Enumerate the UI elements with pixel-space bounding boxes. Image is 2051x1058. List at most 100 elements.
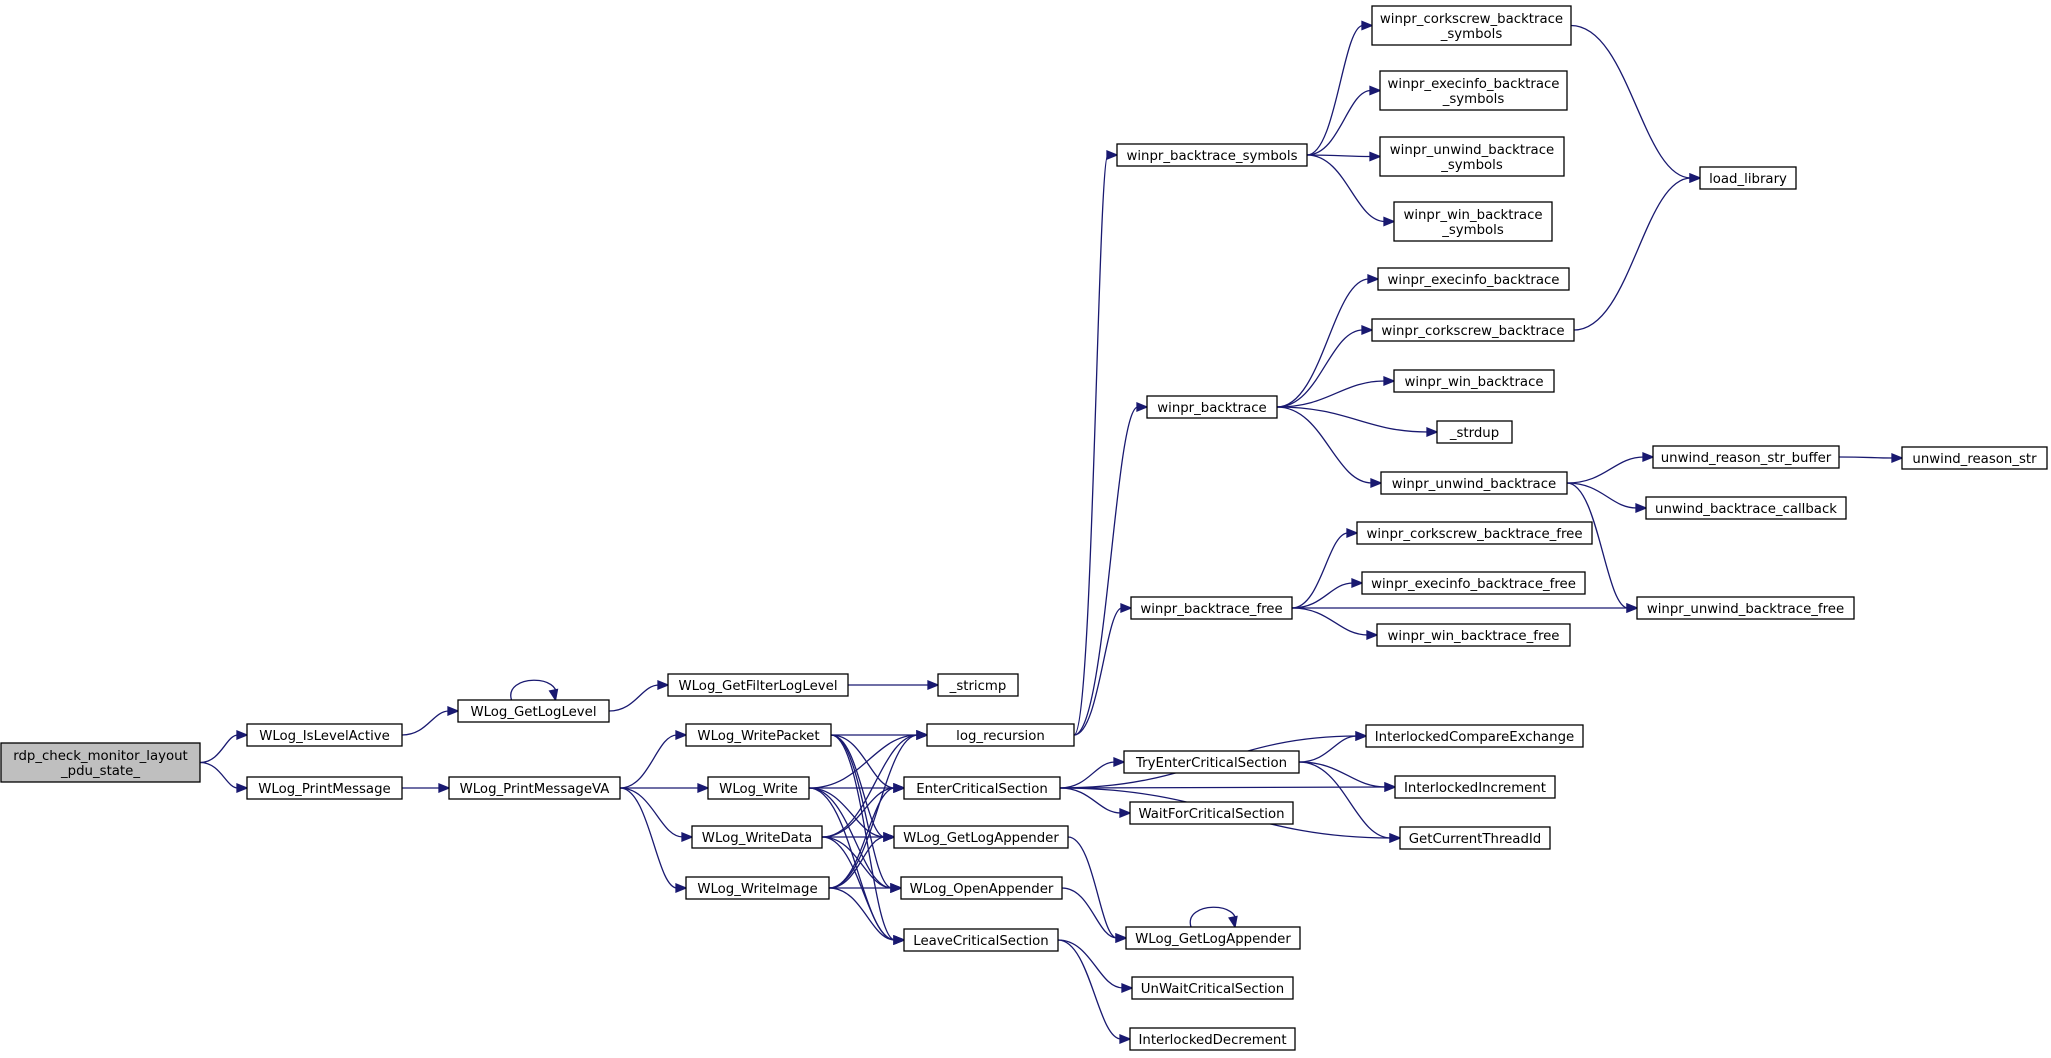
node-unwbtcb[interactable]: unwind_backtrace_callback xyxy=(1645,496,1847,520)
node-label: _strdup xyxy=(1449,426,1499,441)
node-label: InterlockedIncrement xyxy=(1404,781,1546,796)
node-execbtsym[interactable]: winpr_execinfo_backtrace_symbols xyxy=(1379,70,1568,111)
node-unwaitcs[interactable]: UnWaitCriticalSection xyxy=(1131,976,1294,1000)
node-unwbtsym[interactable]: winpr_unwind_backtrace_symbols xyxy=(1379,136,1565,177)
node-islevel[interactable]: WLog_IsLevelActive xyxy=(246,723,403,747)
node-winbtfree[interactable]: winpr_win_backtrace_free xyxy=(1376,623,1571,647)
edge-line xyxy=(1067,836,1118,939)
node-leavecs[interactable]: LeaveCriticalSection xyxy=(903,928,1059,952)
node-printmsg[interactable]: WLog_PrintMessage xyxy=(246,776,403,800)
node-corkbtfree[interactable]: winpr_corkscrew_backtrace_free xyxy=(1356,521,1593,545)
edge-writeimage-to-entercs xyxy=(828,783,906,889)
edge-line xyxy=(828,787,896,889)
edge-arrowhead xyxy=(1361,20,1374,31)
node-getfilter[interactable]: WLog_GetFilterLogLevel xyxy=(667,673,849,697)
node-label: WLog_GetFilterLogLevel xyxy=(678,679,837,694)
node-label: WLog_GetLogAppender xyxy=(1135,932,1291,947)
node-label: rdp_check_monitor_layout xyxy=(13,749,188,764)
edge-line xyxy=(1057,939,1122,1040)
edge-line xyxy=(1306,24,1364,156)
edge-arrowhead xyxy=(548,688,559,702)
node-logrec[interactable]: log_recursion xyxy=(926,723,1075,747)
node-box xyxy=(691,825,823,849)
node-label: winpr_unwind_backtrace_free xyxy=(1647,602,1844,617)
edge-arrowhead xyxy=(438,783,451,793)
node-curthread[interactable]: GetCurrentThreadId xyxy=(1399,826,1551,850)
node-write[interactable]: WLog_Write xyxy=(707,776,810,800)
node-getloglevel[interactable]: WLog_GetLogLevel xyxy=(457,699,610,723)
edge-line xyxy=(1291,582,1354,609)
node-box xyxy=(893,825,1069,849)
edge-root-to-printmsg xyxy=(199,761,249,793)
node-stricmp[interactable]: _stricmp xyxy=(937,673,1019,697)
node-strdup[interactable]: _strdup xyxy=(1436,420,1513,444)
node-winbtsym[interactable]: winpr_win_backtrace_symbols xyxy=(1393,201,1553,242)
edge-line xyxy=(1189,906,1237,928)
node-winbt[interactable]: winpr_win_backtrace xyxy=(1393,369,1555,393)
node-label: unwind_reason_str_buffer xyxy=(1661,451,1832,466)
node-corkbtsym[interactable]: winpr_corkscrew_backtrace_symbols xyxy=(1371,5,1572,46)
edge-getloglevel-to-getfilter xyxy=(608,680,670,712)
edge-line xyxy=(1059,761,1116,789)
node-box xyxy=(1361,571,1586,595)
edge-tryenter-to-curthread xyxy=(1298,761,1402,843)
node-intercmpx[interactable]: InterlockedCompareExchange xyxy=(1365,724,1584,748)
node-corkbt[interactable]: winpr_corkscrew_backtrace xyxy=(1371,318,1575,342)
node-btfree[interactable]: winpr_backtrace_free xyxy=(1130,596,1293,620)
edge-writeimage-to-openappender xyxy=(829,883,903,893)
node-label: winpr_unwind_backtrace xyxy=(1392,477,1556,492)
edge-arrowhead xyxy=(1642,452,1655,462)
edge-line xyxy=(821,734,919,838)
edge-arrowhead xyxy=(893,783,906,793)
node-writeimage[interactable]: WLog_WriteImage xyxy=(685,876,830,900)
node-writedata[interactable]: WLog_WriteData xyxy=(691,825,823,849)
edge-corkbtsym-to-loadlib xyxy=(1570,24,1702,183)
node-getappender2[interactable]: WLog_GetLogAppender xyxy=(1125,926,1301,950)
edge-printmsgva-to-writedata xyxy=(619,787,694,842)
node-box xyxy=(900,876,1063,900)
node-openappender[interactable]: WLog_OpenAppender xyxy=(900,876,1063,900)
node-interinc[interactable]: InterlockedIncrement xyxy=(1394,775,1556,799)
node-unwreason[interactable]: unwind_reason_str xyxy=(1901,446,2048,470)
node-waitforcs[interactable]: WaitForCriticalSection xyxy=(1129,801,1294,825)
edge-arrowhead xyxy=(927,680,940,690)
node-root[interactable]: rdp_check_monitor_layout_pdu_state_ xyxy=(0,742,201,783)
edge-logrec-to-btsymbols xyxy=(1073,150,1119,736)
edge-arrowhead xyxy=(1366,630,1379,640)
node-backtrace[interactable]: winpr_backtrace xyxy=(1146,395,1278,419)
edge-arrowhead xyxy=(447,706,460,716)
edge-islevel-to-getloglevel xyxy=(401,706,460,736)
node-execbt[interactable]: winpr_execinfo_backtrace xyxy=(1377,267,1570,291)
node-loadlib[interactable]: load_library xyxy=(1699,166,1797,190)
edge-line xyxy=(1291,532,1349,609)
node-unwbtfree[interactable]: winpr_unwind_backtrace_free xyxy=(1636,596,1855,620)
node-getappender1[interactable]: WLog_GetLogAppender xyxy=(893,825,1069,849)
edge-arrowhead xyxy=(1369,151,1382,162)
edge-unwbt-to-unwreasonbuf xyxy=(1566,452,1655,484)
node-printmsgva[interactable]: WLog_PrintMessageVA xyxy=(448,776,621,800)
node-interdec[interactable]: InterlockedDecrement xyxy=(1129,1027,1296,1051)
node-label: winpr_backtrace_free xyxy=(1140,602,1282,617)
edge-arrowhead xyxy=(1120,603,1133,613)
edge-getloglevel-to-getloglevel xyxy=(510,679,559,702)
edge-entercs-to-tryenter xyxy=(1059,757,1126,789)
edge-backtrace-to-unwbt xyxy=(1276,406,1383,488)
edge-btfree-to-execbtfree xyxy=(1291,578,1364,609)
node-box xyxy=(1399,826,1551,850)
edge-arrowhead xyxy=(1891,453,1904,463)
node-tryenter[interactable]: TryEnterCriticalSection xyxy=(1123,750,1300,774)
node-label: _stricmp xyxy=(949,679,1007,694)
node-box xyxy=(246,723,403,747)
edge-getfilter-to-stricmp xyxy=(847,680,940,690)
node-box xyxy=(926,723,1075,747)
node-box xyxy=(1131,976,1294,1000)
node-label: winpr_corkscrew_backtrace xyxy=(1381,324,1564,339)
node-execbtfree[interactable]: winpr_execinfo_backtrace_free xyxy=(1361,571,1586,595)
node-writepacket[interactable]: WLog_WritePacket xyxy=(685,723,832,747)
node-entercs[interactable]: EnterCriticalSection xyxy=(903,776,1061,800)
edge-line xyxy=(1306,89,1372,156)
node-btsymbols[interactable]: winpr_backtrace_symbols xyxy=(1116,143,1308,167)
node-label: unwind_reason_str xyxy=(1912,452,2037,467)
node-unwbt[interactable]: winpr_unwind_backtrace xyxy=(1380,471,1568,495)
node-unwreasonbuf[interactable]: unwind_reason_str_buffer xyxy=(1652,445,1840,469)
